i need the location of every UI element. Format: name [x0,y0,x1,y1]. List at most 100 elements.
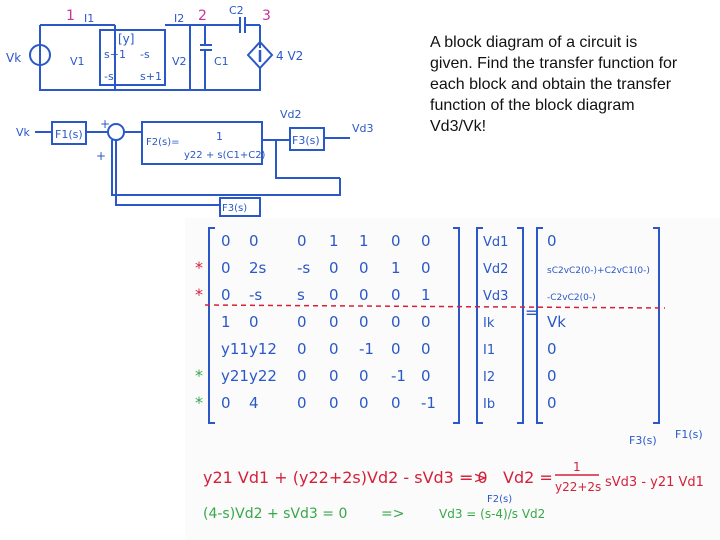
matrix-cell: 0 [297,394,307,412]
matrix-cell: 0 [297,367,307,385]
bd-mid-label: Vd2 [280,108,302,121]
rhs-entry: 0 [547,340,557,358]
matrix-cell: 0 [221,232,231,250]
ymatrix-cell-11: s+1 [104,48,126,61]
unknown-entry: I1 [483,343,495,358]
matrix-cell: 0 [329,286,339,304]
bd-sign-plus-bottom: + [96,149,106,163]
equation-2-result: Vd3 = (s-4)/s Vd2 [439,507,545,521]
equation-2: (4-s)Vd2 + sVd3 = 0 [203,506,347,522]
unknown-entry: Ib [483,397,495,412]
matrix-cell: 0 [359,286,369,304]
question-text: A block diagram of a circuit is given. F… [430,34,678,135]
unknown-entry: Vd1 [483,235,508,250]
row-marker: * [195,393,203,412]
matrix-cell: 0 [329,313,339,331]
matrix-cell: 0 [297,313,307,331]
cap-label-c1: C1 [214,55,229,68]
matrix-cell: 0 [221,394,231,412]
matrix-cell: 0 [359,313,369,331]
unknown-entry: Vd3 [483,289,508,304]
matrix-cell: -1 [391,367,406,385]
matrix-cell: -s [297,259,310,277]
matrix-cell: 1 [391,259,401,277]
current-label-i2: I2 [174,12,184,25]
circuit-schematic [29,17,274,91]
unknown-entry: I2 [483,370,495,385]
annotation-f3: F3(s) [629,434,657,447]
node-label-2: 2 [198,8,207,24]
circuit-block-diagram: 1 2 3 I1 I2 C2 C1 Vk V1 V2 [y] s+1 -s -s… [6,4,374,217]
matrix-cell: 0 [421,313,431,331]
matrix-cell: 2s [249,259,267,277]
matrix-cell: 0 [421,367,431,385]
annotation-f1: F1(s) [675,428,703,441]
rhs-entry: Vk [547,313,566,331]
ymatrix-cell-12: -s [140,48,150,61]
matrix-cell: 0 [359,394,369,412]
matrix-brackets [208,227,660,424]
equation-1-den: y22+2s [555,480,601,494]
equation-1: y21 Vd1 + (y22+2s)Vd2 - sVd3 = 0 [203,468,488,487]
matrix-cell: 0 [329,394,339,412]
matrix-cell: 4 [249,394,259,412]
node-label-1: 1 [66,8,75,24]
bd-f2-den: y22 + s(C1+C2) [184,150,266,161]
matrix-cell: -1 [421,394,436,412]
cap-label-c2: C2 [229,4,244,17]
rhs-entry: 0 [547,367,557,385]
matrix-cell: 0 [249,232,259,250]
matrix-cell: 0 [359,259,369,277]
matrix-cell: -s [249,286,262,304]
matrix-cell: 0 [329,259,339,277]
row-marker: * [195,258,203,277]
ymatrix-cell-22: s+1 [140,70,162,83]
bd-f2-lhs: F2(s)= [146,137,180,148]
bd-feedback-block: F3(s) [222,203,247,214]
matrix-title-y: [y] [118,32,134,46]
equation-2-arrow: => [381,506,404,522]
matrix-cell: 0 [249,313,259,331]
matrix-cell: 0 [329,340,339,358]
rhs-entry: 0 [547,232,557,250]
equals-sign: = [525,303,538,322]
matrix-cell: 0 [421,232,431,250]
matrix-cell: s [297,286,305,304]
source-label-vk: Vk [6,51,21,65]
voltage-label-v2: V2 [172,55,187,68]
dep-source-label: 4 V2 [276,49,303,63]
row-marker: * [195,285,203,304]
matrix-cell: y12 [249,340,277,358]
unknown-entry: Vd2 [483,262,508,277]
matrix-cell: 0 [221,259,231,277]
bd-sign-plus-top: + [100,117,110,131]
current-label-i1: I1 [84,12,94,25]
partition-line [204,304,666,309]
bd-block-f3: F3(s) [292,134,320,147]
annotation-f2: F2(s) [487,494,512,505]
bd-f2-num: 1 [216,130,223,143]
matrix-cell: 1 [329,232,339,250]
matrix-cell: 1 [359,232,369,250]
matrix-cell: 0 [221,286,231,304]
matrix-cell: 0 [391,394,401,412]
bd-input-label: Vk [16,126,31,139]
rhs-entry: sC2vC2(0-)+C2vC1(0-) [547,266,650,276]
matrix-cell: -1 [359,340,374,358]
matrix-cell: 0 [421,259,431,277]
voltage-label-v1: V1 [70,55,85,68]
matrix-cell: y11 [221,340,249,358]
equation-1-lhs: Vd2 = [503,468,553,487]
bd-block-f1: F1(s) [55,128,83,141]
bd-output-label: Vd3 [352,122,374,135]
matrix-cell: 1 [421,286,431,304]
matrix-cell: 0 [391,313,401,331]
node-label-3: 3 [262,8,271,24]
matrix-cell: 0 [391,232,401,250]
equation-1-num: 1 [573,460,581,474]
rhs-entry: 0 [547,394,557,412]
